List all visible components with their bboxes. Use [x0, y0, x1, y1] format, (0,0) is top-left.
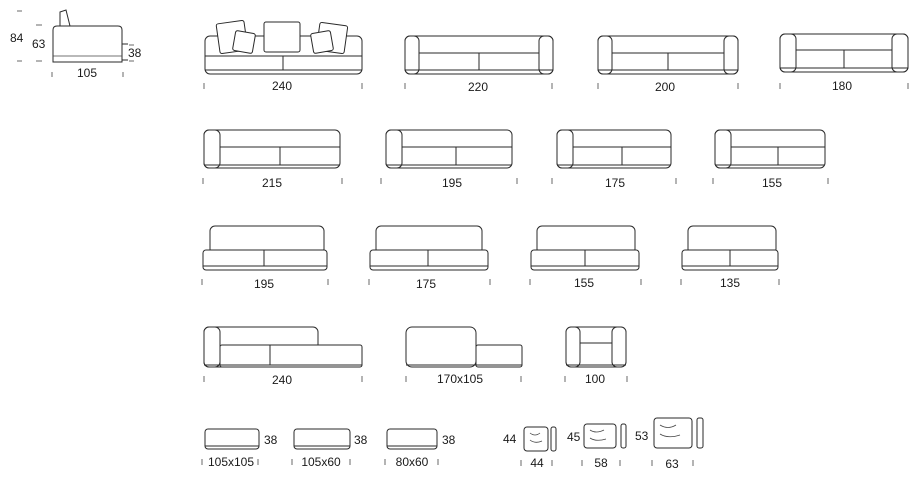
pouf3-height: 38 — [442, 433, 456, 447]
pouf-80x60 — [386, 428, 438, 450]
armchair-100 — [565, 326, 627, 368]
row1-width-220: 220 — [468, 80, 488, 94]
side-total-height-label: 84 — [10, 31, 24, 45]
pouf2-width: 105x60 — [301, 455, 341, 469]
row2-width-195: 195 — [442, 176, 462, 190]
pouf-105x105 — [204, 428, 260, 450]
side-view-headrest — [59, 9, 71, 27]
cushion1-width: 44 — [530, 456, 544, 470]
row-2-sofas: 215 195 175 155 — [202, 129, 829, 190]
row4-width-100: 100 — [585, 372, 605, 386]
sofa-155-armless — [530, 225, 640, 271]
row3-width-175: 175 — [416, 277, 436, 291]
row2-width-215: 215 — [262, 176, 282, 190]
cushion3-width: 63 — [665, 457, 679, 471]
pouf3-width: 80x60 — [396, 455, 429, 469]
side-depth-label: 105 — [77, 66, 97, 80]
sofa-135-armless — [681, 225, 779, 271]
row3-width-195: 195 — [254, 277, 274, 291]
cushion2-width: 58 — [594, 456, 608, 470]
sofa-200 — [597, 35, 739, 75]
sofa-195-armless — [202, 225, 328, 271]
row-4-sofas: 240 170x105 100 — [203, 326, 628, 387]
sofa-175-left-arm — [556, 129, 672, 169]
cushions: 44 45 53 44 58 63 — [503, 417, 704, 471]
cushion2-height: 45 — [567, 430, 581, 444]
sofa-240-with-cushions — [204, 19, 363, 75]
cushion-53x63 — [653, 417, 704, 449]
row4-size-170x105: 170x105 — [437, 372, 483, 386]
side-cushion-height-label: 38 — [128, 46, 142, 60]
row1-width-180: 180 — [832, 79, 852, 93]
pouf1-height: 38 — [264, 433, 278, 447]
poufs: 38 38 38 105x105 105x60 80x60 — [201, 428, 456, 469]
row2-width-175: 175 — [605, 176, 625, 190]
sofa-180 — [779, 33, 909, 73]
pouf1-width: 105x105 — [208, 455, 254, 469]
side-view-body — [52, 25, 123, 63]
cushion3-height: 53 — [635, 429, 649, 443]
sofa-220 — [404, 35, 554, 75]
sofa-215-left-arm — [203, 129, 341, 169]
sofa-175-armless — [369, 225, 489, 271]
pouf2-height: 38 — [354, 433, 368, 447]
row4-width-240: 240 — [272, 373, 292, 387]
row3-width-155: 155 — [574, 276, 594, 290]
cushion1-height: 44 — [503, 432, 517, 446]
sofa-195-left-arm — [385, 129, 513, 169]
sofa-240-chaise — [203, 326, 363, 368]
cushion-45x58 — [583, 423, 627, 449]
pouf-105x60 — [293, 428, 351, 450]
row2-width-155: 155 — [762, 176, 782, 190]
sofa-170x105-daybed — [405, 326, 523, 368]
row1-width-200: 200 — [655, 80, 675, 94]
row3-width-135: 135 — [720, 276, 740, 290]
cushion-44x44 — [523, 426, 557, 452]
row1-width-240: 240 — [272, 79, 292, 93]
side-view: 84 63 38 105 — [10, 9, 142, 80]
sofa-155-left-arm — [714, 129, 826, 169]
row-3-sofas: 195 175 155 135 — [201, 225, 780, 291]
row-1-sofas: 240 220 200 180 — [203, 19, 909, 94]
side-seat-height-label: 63 — [32, 37, 46, 51]
